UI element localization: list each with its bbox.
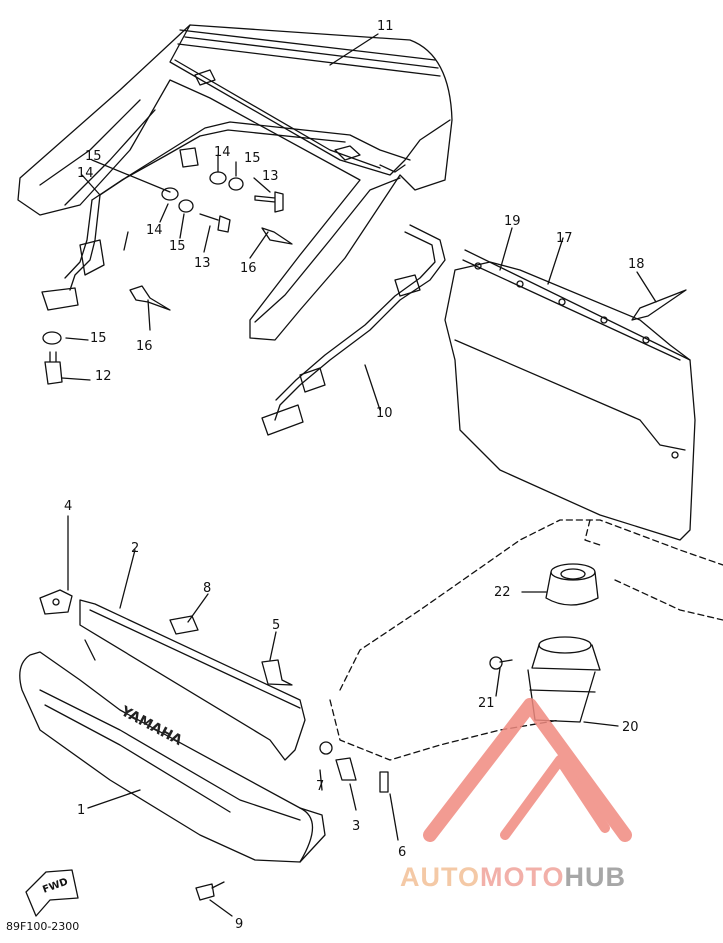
callout-10: 10	[376, 406, 393, 421]
front-bracket-4	[39, 589, 73, 615]
fuel-tank-outline	[329, 519, 723, 761]
clip-3	[335, 757, 357, 781]
watermark-text: AUTOMOTOHUB	[400, 862, 626, 893]
callout-11: 11	[377, 19, 394, 34]
callout-21: 21	[478, 696, 495, 711]
cap-22	[545, 563, 599, 606]
watermark-logo-icon	[423, 698, 632, 842]
drawing-code: 89F100-2300	[6, 920, 80, 933]
frame-rail-10	[41, 121, 446, 436]
callout-15a: 15	[244, 151, 261, 166]
label-8	[169, 615, 199, 635]
callout-15b: 15	[169, 239, 186, 254]
callout-13a: 13	[262, 169, 279, 184]
clip-5	[261, 659, 293, 686]
watermark-part-3: HUB	[564, 862, 627, 892]
leader-lines	[61, 33, 657, 917]
callout-16a: 16	[240, 261, 257, 276]
hardware-upper	[42, 171, 293, 385]
callout-14a: 14	[214, 145, 231, 160]
callout-6: 6	[398, 845, 407, 860]
washer-7	[319, 741, 333, 755]
callout-15d: 15	[85, 149, 102, 164]
fwd-arrow-icon	[25, 869, 79, 917]
callout-5: 5	[272, 618, 281, 633]
callout-13b: 13	[194, 256, 211, 271]
callout-7: 7	[316, 779, 325, 794]
filler-neck-20	[527, 636, 601, 723]
mud-flap-17	[444, 249, 696, 541]
callout-15c: 15	[90, 331, 107, 346]
callout-4: 4	[64, 499, 73, 514]
bracket-plate-2	[79, 599, 306, 761]
callout-14c: 14	[77, 166, 94, 181]
callout-1: 1	[77, 803, 86, 818]
callout-2: 2	[131, 541, 140, 556]
watermark-part-2: MOTO	[480, 862, 565, 892]
pin-6	[379, 771, 389, 793]
callout-22: 22	[494, 585, 511, 600]
rivet-18	[631, 289, 687, 321]
front-cover-1	[19, 651, 326, 863]
callout-14b: 14	[146, 223, 163, 238]
callout-16b: 16	[136, 339, 153, 354]
callout-17: 17	[556, 231, 573, 246]
bolt-21	[489, 656, 513, 670]
yamaha-emboss: YAMAHA	[117, 703, 185, 749]
watermark-part-1: AUTO	[400, 862, 481, 892]
fwd-label: FWD	[41, 877, 69, 896]
callout-20: 20	[622, 720, 639, 735]
rear-carrier-11	[17, 24, 453, 341]
callout-18: 18	[628, 257, 645, 272]
callout-8: 8	[203, 581, 212, 596]
callout-12: 12	[95, 369, 112, 384]
screw-9	[195, 881, 225, 901]
callout-3: 3	[352, 819, 361, 834]
callout-9: 9	[235, 917, 244, 932]
callout-19: 19	[504, 214, 521, 229]
